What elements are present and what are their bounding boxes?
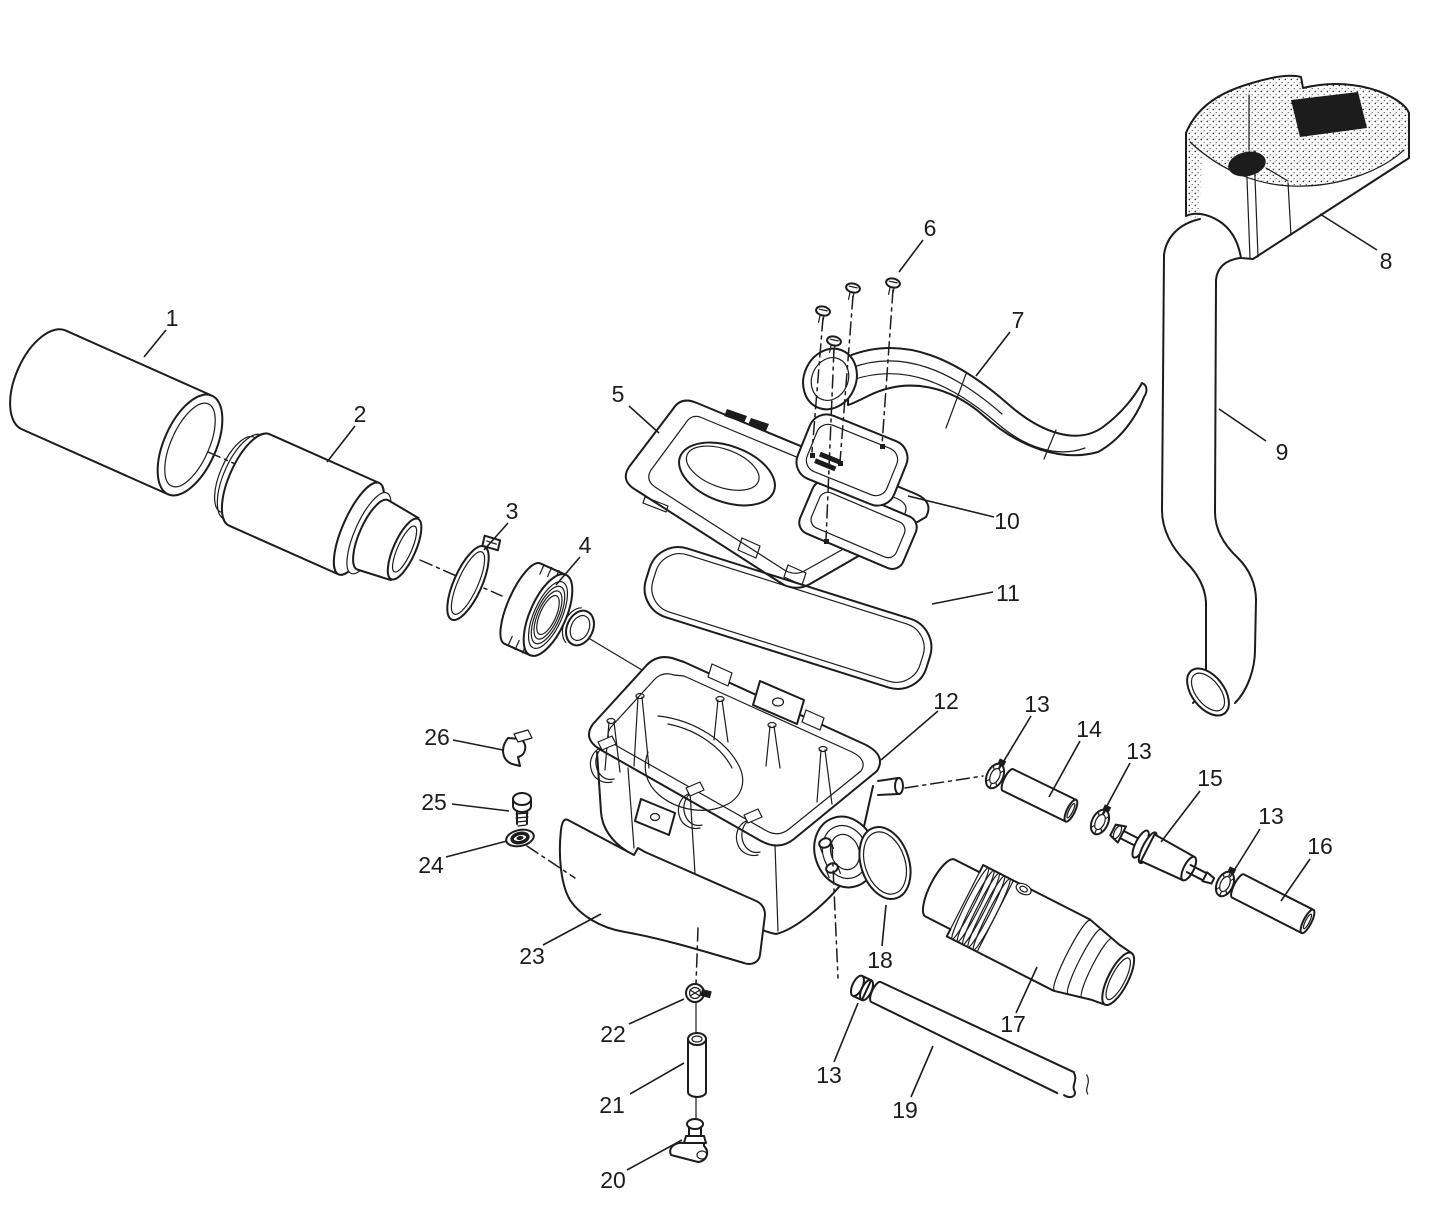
leader-line-25-27 <box>451 803 510 812</box>
leader-line-24-26 <box>445 840 508 858</box>
part-13-clamp-a <box>984 758 1007 790</box>
callout-label-21-23: 21 <box>599 1092 625 1118</box>
callout-label-20-22: 20 <box>600 1167 626 1193</box>
leader-line-17-18 <box>1015 966 1038 1014</box>
callout-label-19-20: 19 <box>892 1097 918 1123</box>
callout-label-10-9: 10 <box>994 508 1020 534</box>
leader-line-13-14 <box>1101 762 1131 816</box>
axis-dash-drain <box>695 927 699 985</box>
callout-label-9-8: 9 <box>1276 439 1289 465</box>
callout-label-24-26: 24 <box>418 852 444 878</box>
part-21-drain-hose <box>687 1032 707 1098</box>
callout-label-16-17: 16 <box>1307 833 1333 859</box>
leader-line-15-15 <box>1160 790 1201 843</box>
callout-label-25-27: 25 <box>421 789 447 815</box>
leader-line-21-23 <box>629 1062 685 1095</box>
part-3-hose-clamp <box>446 534 502 621</box>
part-16-hose <box>1230 873 1316 935</box>
callout-label-14-13: 14 <box>1076 716 1102 742</box>
leader-line-23-25 <box>542 913 602 946</box>
callout-label-13-14: 13 <box>1126 738 1152 764</box>
base-inlet-boss <box>561 607 595 647</box>
part-15-check-valve <box>1109 823 1216 885</box>
axis-dash-nipple <box>904 775 984 789</box>
leader-line-26-28 <box>452 739 504 751</box>
callout-label-26-28: 26 <box>424 724 450 750</box>
part-8-foam-box <box>1185 74 1410 260</box>
callout-label-11-10: 11 <box>996 580 1020 606</box>
leader-line-8-7 <box>1319 213 1378 251</box>
part-1-foam-sleeve <box>9 328 224 497</box>
callout-label-4-3: 4 <box>579 532 592 558</box>
part-19-hose <box>869 980 1089 1099</box>
leader-line-20-22 <box>626 1139 683 1171</box>
leader-line-5-4 <box>628 405 660 434</box>
part-6-screws <box>810 277 901 544</box>
leader-line-12-11 <box>880 710 939 761</box>
leader-line-1-0 <box>143 329 167 358</box>
part-10-gasket-plate <box>795 413 909 507</box>
leader-line-13-12 <box>998 715 1032 770</box>
callout-label-13-16: 13 <box>1258 803 1284 829</box>
part-22-clamp <box>685 983 712 1003</box>
part-13-clamp-b <box>1089 804 1112 836</box>
part-11-cover-seal <box>643 546 933 690</box>
part-26-clip <box>502 729 533 767</box>
leader-line-9-8 <box>1218 408 1267 442</box>
part-24-washer <box>505 828 535 848</box>
part-2-air-filter <box>214 432 423 582</box>
callout-label-5-4: 5 <box>612 381 625 407</box>
part-13-clamp-c <box>1214 866 1237 898</box>
part-20-drain-fitting <box>669 1118 709 1163</box>
callout-label-3-2: 3 <box>506 498 519 524</box>
part-7-intake-duct <box>802 347 1148 460</box>
leader-line-13-16 <box>1229 828 1261 878</box>
leader-line-18-19 <box>881 904 887 947</box>
part-4-retaining-nut <box>499 562 574 657</box>
part-9-snorkel-tube <box>1161 218 1257 717</box>
callout-label-6-5: 6 <box>924 215 937 241</box>
callout-label-13-12: 13 <box>1024 691 1050 717</box>
leader-line-14-13 <box>1048 740 1081 798</box>
axis-dash-washer <box>526 845 576 879</box>
leader-line-3-2 <box>483 522 509 551</box>
callout-label-1-0: 1 <box>166 305 179 331</box>
part-25-screw <box>512 792 532 827</box>
callout-label-2-1: 2 <box>354 401 367 427</box>
leader-line-19-20 <box>910 1045 934 1098</box>
callout-label-7-6: 7 <box>1012 307 1025 333</box>
callout-label-22-24: 22 <box>600 1021 626 1047</box>
leader-line-16-17 <box>1280 858 1311 902</box>
leader-line-2-1 <box>326 425 356 463</box>
part-23-shield-panel <box>558 818 766 965</box>
part-17-intake-boot <box>921 858 1136 1007</box>
part-18-o-ring <box>858 826 912 900</box>
callout-label-13-21: 13 <box>816 1062 842 1088</box>
callout-label-15-15: 15 <box>1197 765 1223 791</box>
leader-line-22-24 <box>628 998 685 1025</box>
part-14-hose <box>1000 768 1079 823</box>
callout-label-18-19: 18 <box>867 947 893 973</box>
part-5-air-box-cover <box>624 399 930 589</box>
leader-line-6-5 <box>898 239 924 273</box>
axis-dash-outlet-down <box>831 844 839 979</box>
leader-line-4-3 <box>555 556 581 586</box>
leader-line-11-10 <box>931 591 994 605</box>
leader-line-7-6 <box>975 331 1011 377</box>
callout-label-12-11: 12 <box>933 688 959 714</box>
callout-label-8-7: 8 <box>1380 248 1393 274</box>
callout-label-17-18: 17 <box>1000 1011 1026 1037</box>
leader-line-13-21 <box>833 1002 859 1063</box>
part-12-air-box-base <box>561 607 904 935</box>
leader-line-10-9 <box>907 495 995 518</box>
callout-label-23-25: 23 <box>519 943 545 969</box>
